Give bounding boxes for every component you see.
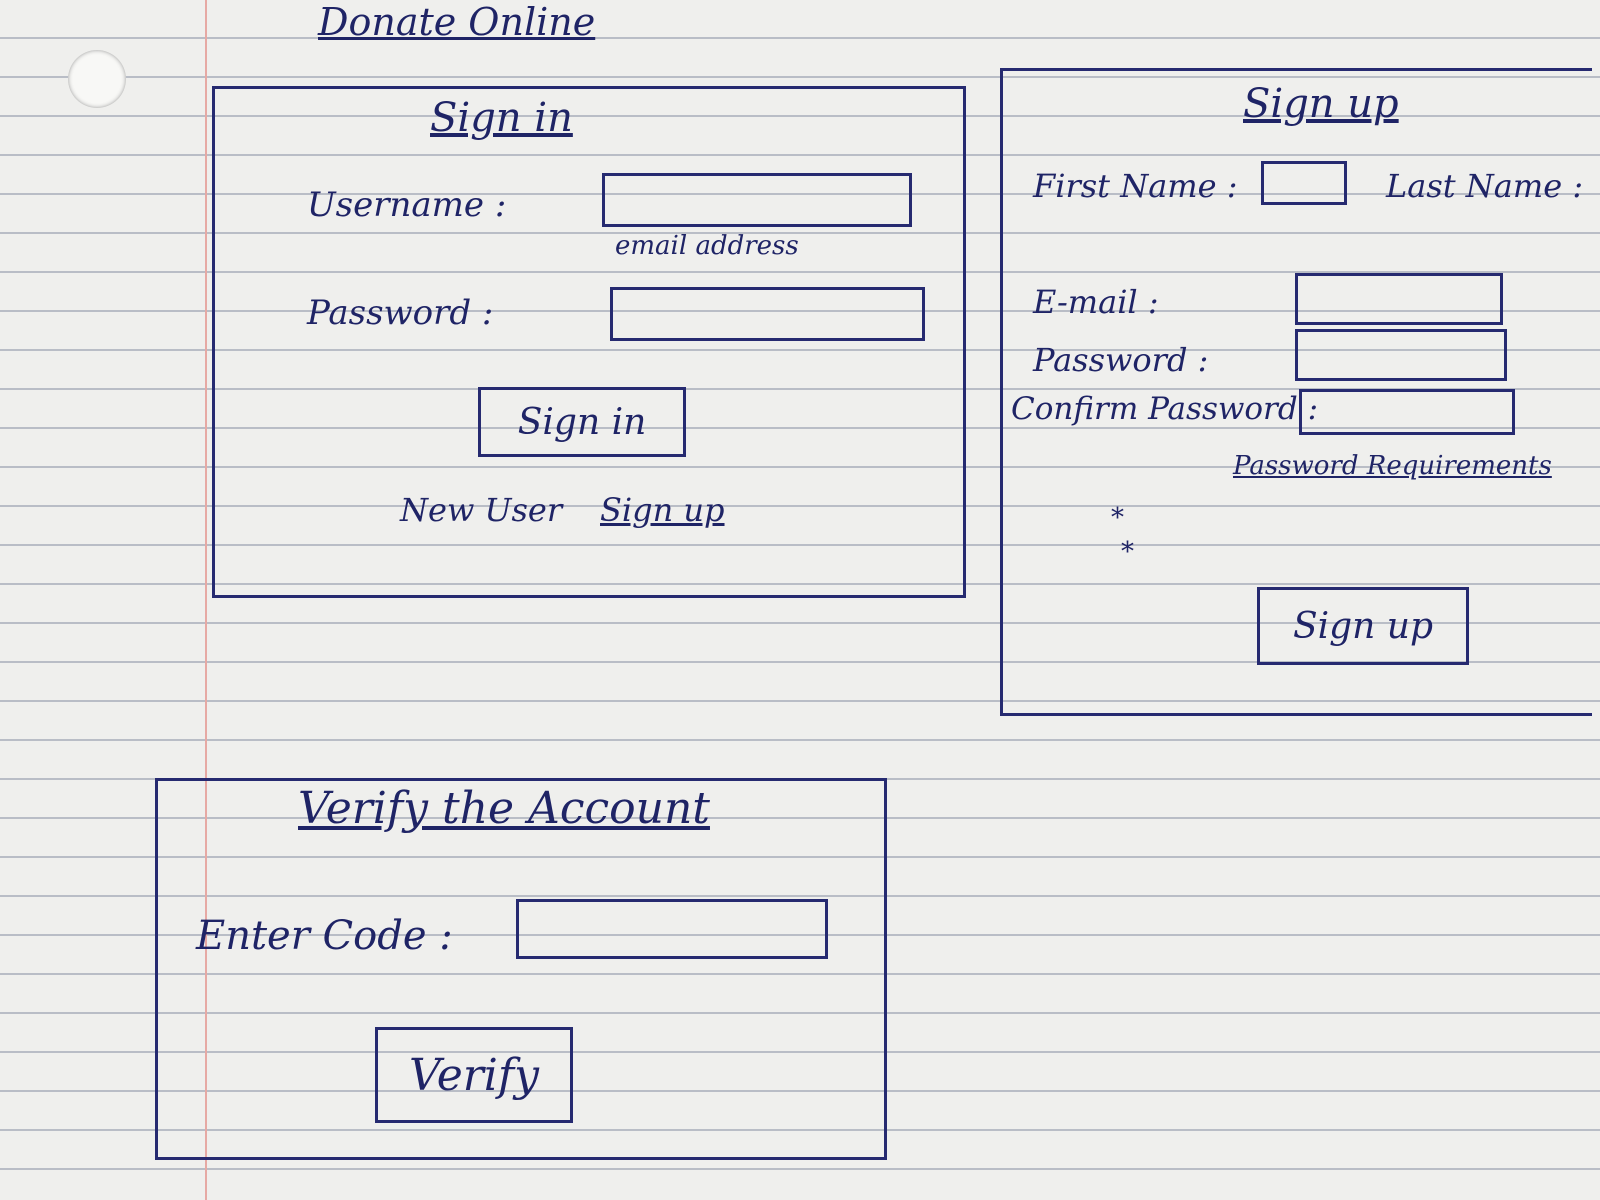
new-user-text: New User	[400, 491, 563, 529]
enter-code-label: Enter Code :	[196, 913, 453, 959]
signup-heading: Sign up	[1243, 81, 1399, 127]
password-requirements-heading: Password Requirements	[1233, 451, 1552, 481]
last-name-label: Last Name :	[1386, 167, 1584, 205]
punch-hole	[68, 50, 126, 108]
username-label: Username :	[307, 185, 507, 225]
signin-heading: Sign in	[430, 95, 573, 141]
requirement-item: *	[1111, 503, 1124, 533]
notebook-margin-line	[205, 0, 207, 1200]
signin-panel: Sign in Username : email address Passwor…	[212, 86, 966, 598]
username-input[interactable]	[602, 173, 912, 227]
password-label: Password :	[307, 293, 494, 333]
app-title: Donate Online	[318, 0, 596, 44]
signup-button[interactable]: Sign up	[1257, 587, 1469, 665]
email-input[interactable]	[1295, 273, 1503, 325]
first-name-label: First Name :	[1033, 167, 1238, 205]
first-name-input[interactable]	[1261, 161, 1347, 205]
confirm-password-input[interactable]	[1299, 389, 1515, 435]
verification-code-input[interactable]	[516, 899, 828, 959]
username-hint: email address	[615, 231, 799, 261]
signup-password-input[interactable]	[1295, 329, 1507, 381]
verify-heading: Verify the Account	[298, 783, 710, 834]
requirement-item: *	[1121, 537, 1134, 567]
signin-button[interactable]: Sign in	[478, 387, 686, 457]
email-label: E-mail :	[1033, 283, 1159, 321]
confirm-password-label: Confirm Password :	[1011, 391, 1319, 427]
password-input[interactable]	[610, 287, 925, 341]
verify-button[interactable]: Verify	[375, 1027, 573, 1123]
signup-panel: Sign up First Name : Last Name : E-mail …	[1000, 68, 1592, 716]
signup-password-label: Password :	[1033, 341, 1209, 379]
verify-panel: Verify the Account Enter Code : Verify	[155, 778, 887, 1160]
signup-link[interactable]: Sign up	[600, 491, 725, 529]
